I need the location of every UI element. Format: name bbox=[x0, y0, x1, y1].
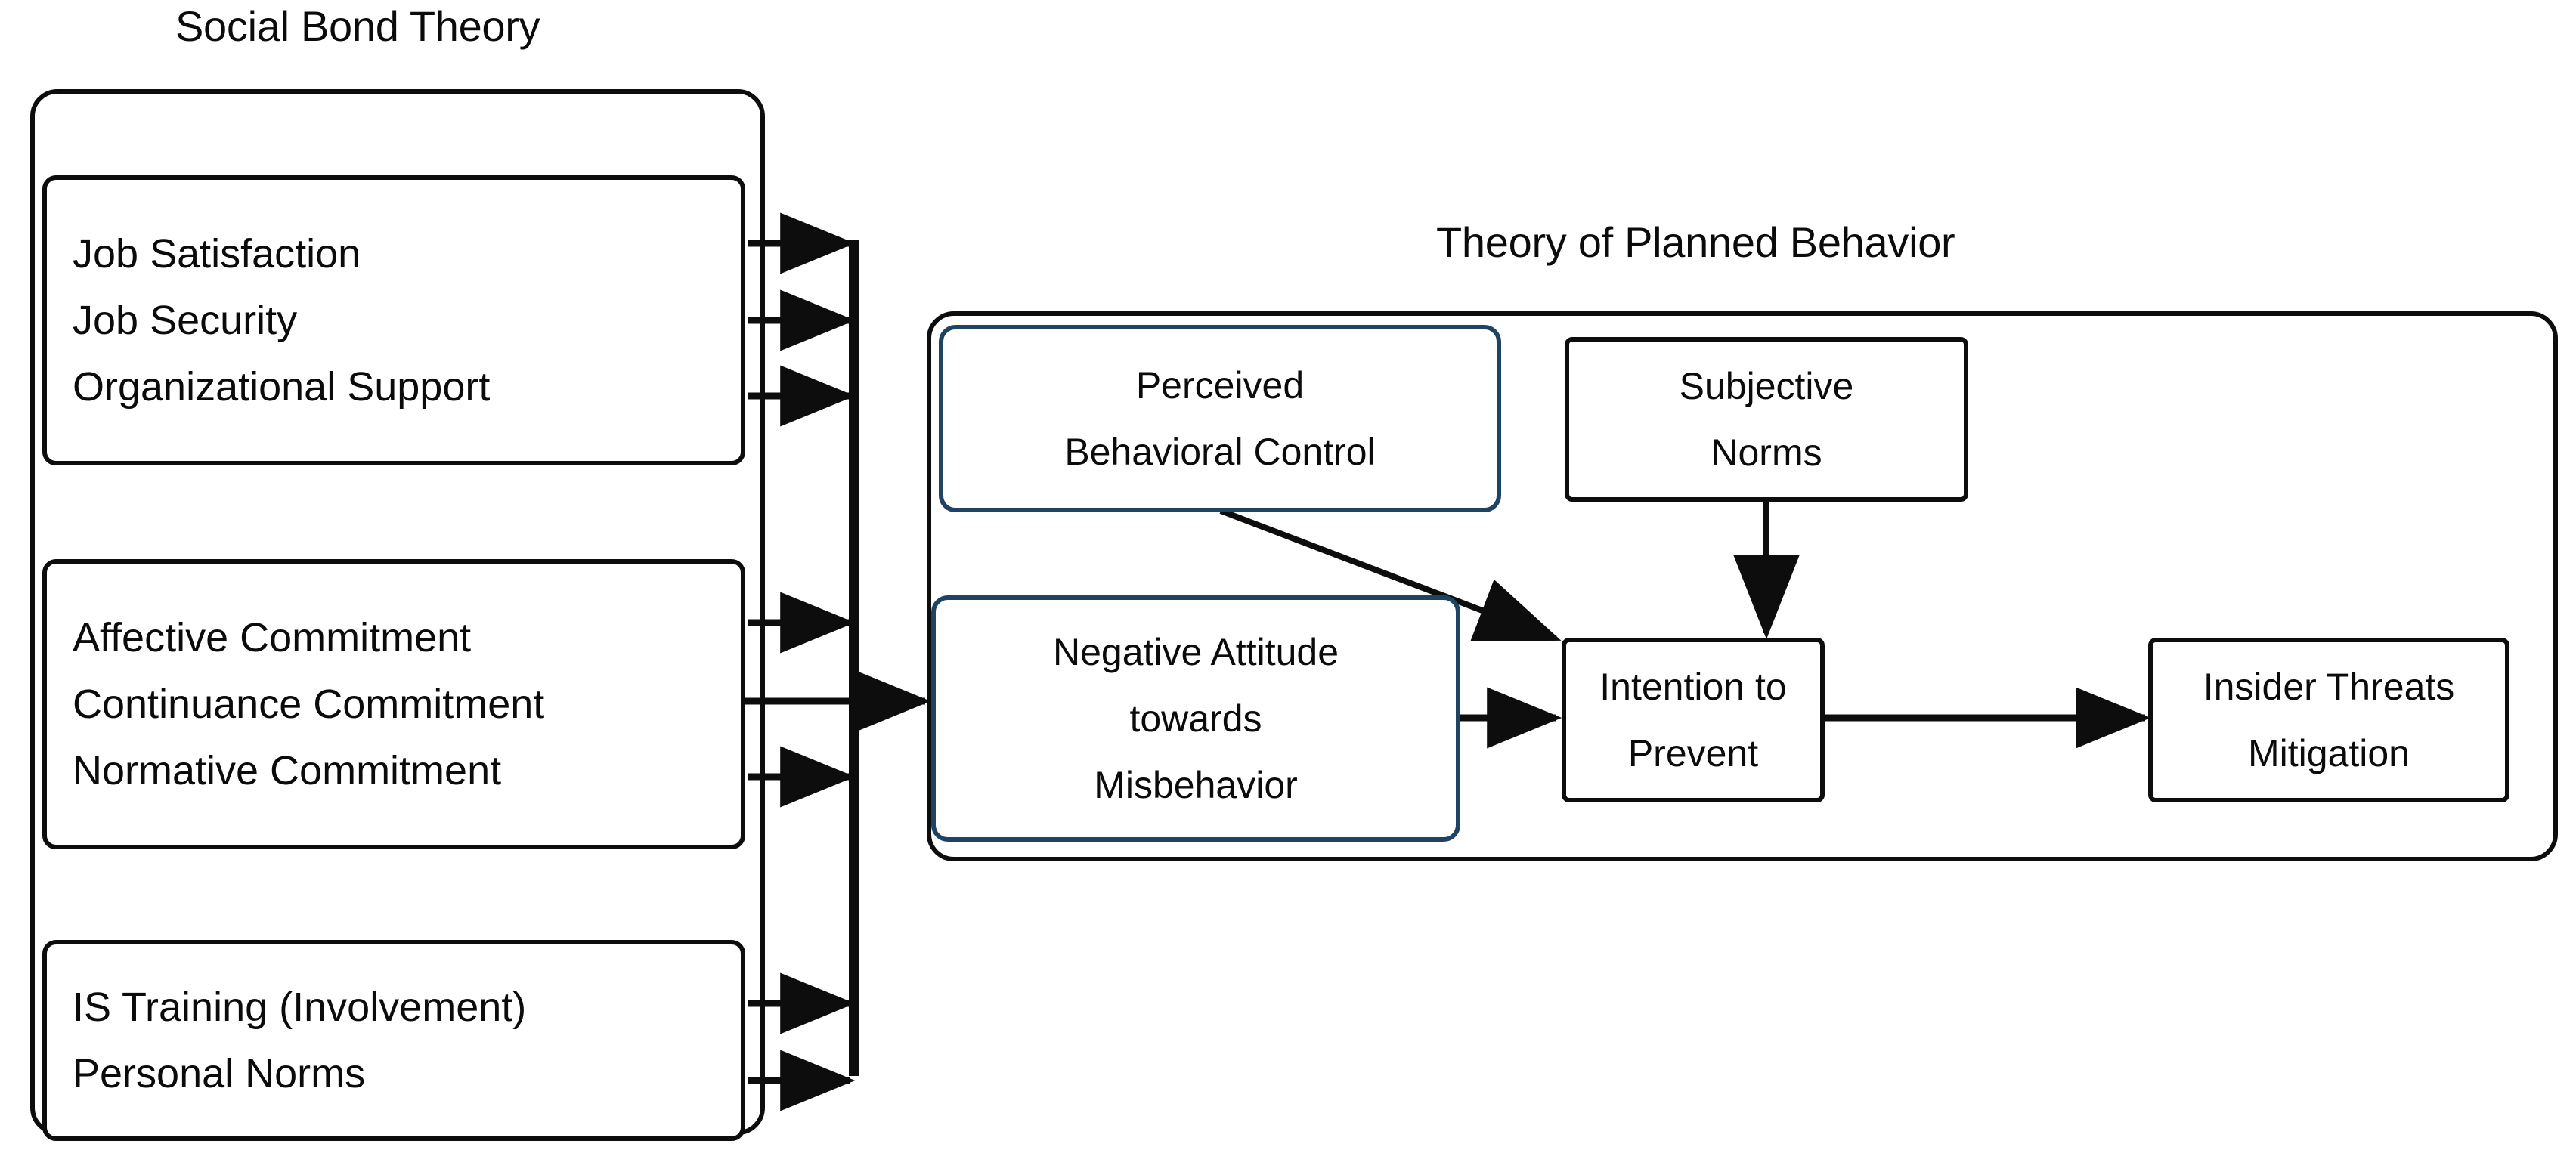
mitigation-line-1: Insider Threats bbox=[2203, 666, 2455, 708]
intention-line-2: Prevent bbox=[1627, 732, 1759, 774]
subjective-norms-box[interactable]: Subjective Norms bbox=[1565, 337, 1968, 502]
involvement-belief-group-box[interactable]: IS Training (Involvement) Personal Norms bbox=[42, 940, 745, 1141]
social-bond-theory-title: Social Bond Theory bbox=[175, 2, 540, 50]
commitment-item-2: Continuance Commitment bbox=[73, 682, 545, 727]
insider-threats-mitigation-box[interactable]: Insider Threats Mitigation bbox=[2148, 638, 2509, 802]
attachment-item-2: Job Security bbox=[73, 298, 298, 343]
involvement-item-1: IS Training (Involvement) bbox=[73, 985, 527, 1030]
theory-of-planned-behavior-title: Theory of Planned Behavior bbox=[1436, 218, 1955, 266]
commitment-item-3: Normative Commitment bbox=[73, 748, 502, 793]
subjective-norms-line-1: Subjective bbox=[1679, 365, 1854, 407]
perceived-behavioral-control-box[interactable]: Perceived Behavioral Control bbox=[939, 325, 1501, 512]
intention-line-1: Intention to bbox=[1599, 666, 1787, 708]
mitigation-line-2: Mitigation bbox=[2248, 732, 2410, 774]
pbc-line-2: Behavioral Control bbox=[1064, 431, 1376, 473]
involvement-item-2: Personal Norms bbox=[73, 1051, 366, 1096]
subjective-norms-line-2: Norms bbox=[1711, 431, 1822, 474]
attachment-group-box[interactable]: Job Satisfaction Job Security Organizati… bbox=[42, 175, 745, 465]
pbc-line-1: Perceived bbox=[1135, 364, 1305, 407]
attachment-item-1: Job Satisfaction bbox=[73, 231, 361, 277]
negative-attitude-line-2: towards bbox=[1129, 697, 1262, 740]
negative-attitude-line-3: Misbehavior bbox=[1094, 764, 1298, 806]
negative-attitude-line-1: Negative Attitude bbox=[1052, 631, 1339, 673]
attachment-item-3: Organizational Support bbox=[73, 364, 491, 410]
commitment-group-box[interactable]: Affective Commitment Continuance Commitm… bbox=[42, 559, 745, 849]
intention-to-prevent-box[interactable]: Intention to Prevent bbox=[1562, 638, 1825, 802]
theory-of-planned-behavior-container bbox=[927, 311, 2558, 861]
commitment-item-1: Affective Commitment bbox=[73, 615, 472, 660]
negative-attitude-box[interactable]: Negative Attitude towards Misbehavior bbox=[931, 595, 1460, 842]
